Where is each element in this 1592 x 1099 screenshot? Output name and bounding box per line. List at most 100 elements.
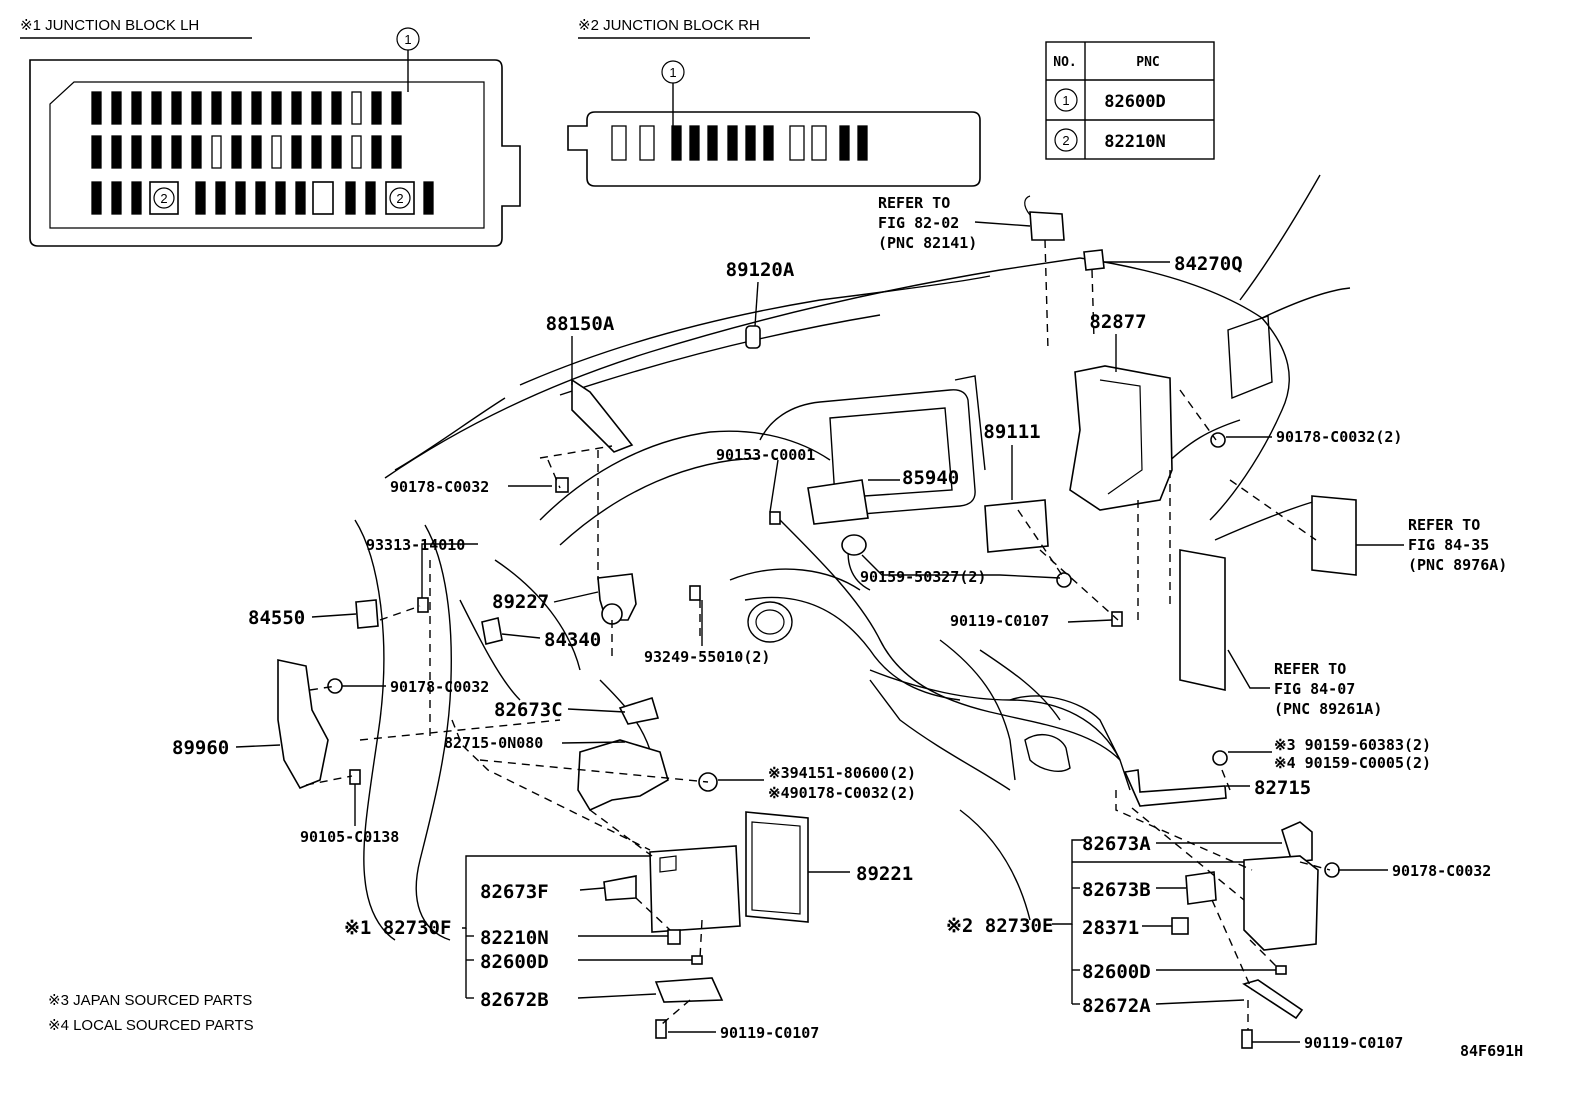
junction-lh-title: ※1 JUNCTION BLOCK LH [20, 17, 199, 34]
fuse-slot [131, 181, 142, 215]
part-label: 84550 [248, 607, 305, 629]
part-label: 82715 [1254, 777, 1311, 799]
fuse-slot [131, 91, 142, 125]
part-label: ※490178-C0032(2) [768, 784, 916, 802]
part-label: 85940 [902, 467, 959, 489]
fuse-slot [251, 135, 262, 169]
part-label: ※1 82730F [344, 917, 451, 939]
part-label: 82715-0N080 [444, 734, 543, 752]
part-label: 90119-C0107 [720, 1024, 819, 1042]
fuse-slot [763, 125, 774, 161]
part-label: 93249-55010(2) [644, 648, 770, 666]
fuse-slot [171, 135, 182, 169]
rh-callout-1: 1 [669, 65, 676, 80]
fuse-slot [331, 91, 342, 125]
fuse-slot [345, 181, 356, 215]
part-label: 90178-C0032 [1392, 862, 1491, 880]
fuse-slot [351, 135, 362, 169]
part-label: 82672A [1082, 995, 1151, 1017]
ref-8407-line1: REFER TO [1274, 660, 1346, 678]
table-row-no: 1 [1062, 93, 1069, 108]
fuse-slot [111, 135, 122, 169]
part-label: 82210N [480, 927, 549, 949]
fuse-slot [811, 125, 827, 161]
part-label: ※394151-80600(2) [768, 764, 916, 782]
part-label: 82673F [480, 881, 549, 903]
note-local: ※4 LOCAL SOURCED PARTS [48, 1017, 254, 1034]
lh-empty-slot [312, 181, 334, 215]
junction-rh-title: ※2 JUNCTION BLOCK RH [578, 17, 760, 34]
part-label: 89111 [983, 421, 1040, 443]
part-label: 82600D [480, 951, 549, 973]
fuse-slot [91, 135, 102, 169]
fuse-slot [275, 181, 286, 215]
fuse-slot [251, 91, 262, 125]
fuse-slot [111, 91, 122, 125]
ref-8435-line2: FIG 84-35 [1408, 536, 1489, 554]
lh-relay-2b-num: 2 [396, 191, 403, 206]
fuse-slot [231, 135, 242, 169]
part-label: 93313-14010 [366, 536, 465, 554]
lh-callout-1: 1 [404, 32, 411, 47]
lh-relay-2a-num: 2 [160, 191, 167, 206]
fuse-slot [215, 181, 226, 215]
fuse-slot [291, 91, 302, 125]
fuse-slot [365, 181, 376, 215]
table-col-pnc: PNC [1136, 55, 1159, 70]
part-label: ※2 82730E [946, 915, 1053, 937]
fuse-slot [311, 135, 322, 169]
part-label: 82672B [480, 989, 549, 1011]
junction-block-rh: ※2 JUNCTION BLOCK RH 1 [567, 17, 981, 187]
fuse-slot [671, 125, 682, 161]
fuse-slot [131, 135, 142, 169]
fuse-slot [331, 135, 342, 169]
note-japan: ※3 JAPAN SOURCED PARTS [48, 992, 252, 1009]
fuse-slot [745, 125, 756, 161]
fuse-slot [195, 181, 206, 215]
part-label: 82877 [1089, 311, 1146, 333]
part-label: 28371 [1082, 917, 1139, 939]
part-label: 90119-C0107 [1304, 1034, 1403, 1052]
part-label: 82600D [1082, 961, 1151, 983]
guide-lines [305, 239, 1331, 1030]
fuse-slot [839, 125, 850, 161]
pnc-table: NO. PNC 1 82600D 2 82210N [1045, 41, 1215, 160]
part-label: 82673C [494, 699, 563, 721]
part-label: 90153-C0001 [716, 446, 815, 464]
part-label: ※4 90159-C0005(2) [1274, 754, 1431, 772]
footnotes: ※3 JAPAN SOURCED PARTS ※4 LOCAL SOURCED … [48, 992, 1523, 1060]
rh-fuse-row [611, 125, 868, 161]
fuse-slot [351, 91, 362, 125]
junction-block-lh: ※1 JUNCTION BLOCK LH 2 2 1 [20, 17, 521, 247]
fuse-slot [291, 135, 302, 169]
part-label: ※3 90159-60383(2) [1274, 736, 1431, 754]
ref-8435-line3: (PNC 8976A) [1408, 556, 1507, 574]
part-label: 89227 [492, 591, 549, 613]
fuse-slot [111, 181, 122, 215]
table-col-no: NO. [1053, 55, 1076, 70]
fuse-slot [191, 135, 202, 169]
ref-8407-line2: FIG 84-07 [1274, 680, 1355, 698]
fuse-slot [91, 91, 102, 125]
part-labels: 89120A 88150A 84270Q 82877 90178-C0032(2… [172, 253, 1491, 1052]
fuse-slot [255, 181, 266, 215]
fuse-slot [151, 91, 162, 125]
ref-8407-line3: (PNC 89261A) [1274, 700, 1382, 718]
ref-8202-line2: FIG 82-02 [878, 214, 959, 232]
fuse-slot [391, 135, 402, 169]
fuse-slot [295, 181, 306, 215]
fuse-slot [211, 91, 222, 125]
lh-relay-2b [385, 181, 415, 215]
table-row-no: 2 [1062, 133, 1069, 148]
part-label: 84270Q [1174, 253, 1243, 275]
fuse-slot [211, 135, 222, 169]
part-label: 89221 [856, 863, 913, 885]
part-label: 89960 [172, 737, 229, 759]
reference-notes: REFER TO FIG 82-02 (PNC 82141) REFER TO … [878, 194, 1507, 718]
ref-8202-line3: (PNC 82141) [878, 234, 977, 252]
fuse-slot [371, 135, 382, 169]
fuse-slot [611, 125, 627, 161]
leader-lines [235, 261, 1388, 1043]
part-label: 82673B [1082, 879, 1151, 901]
